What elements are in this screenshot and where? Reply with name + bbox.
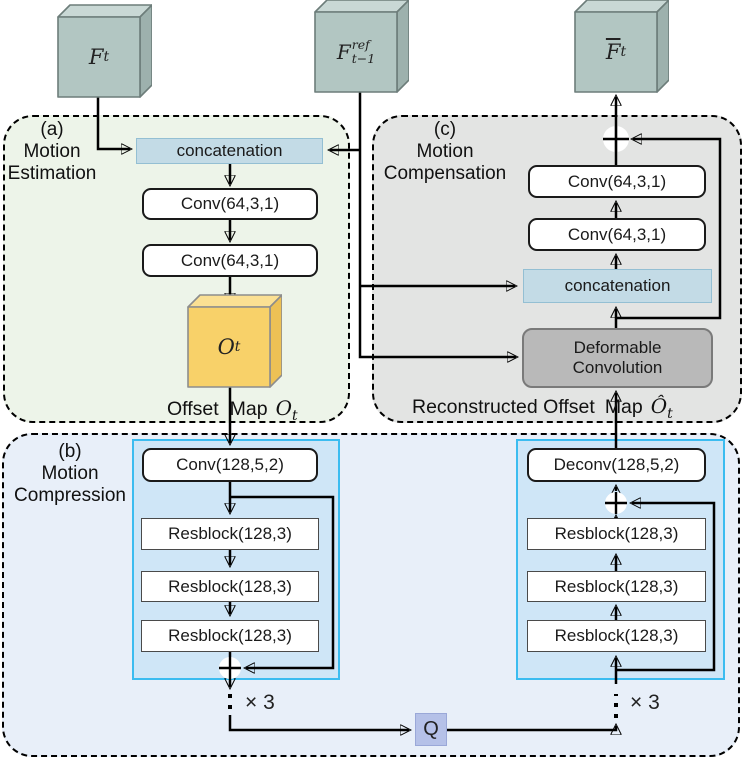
conv-box: Conv(64,3,1) <box>528 165 706 198</box>
offset-map-caption: Offset Map Ot <box>167 396 298 424</box>
cube-shape <box>57 4 152 98</box>
reconstructed-offset-symbol: Ôt <box>650 394 673 422</box>
resblock-box: Resblock(128,3) <box>141 518 319 550</box>
resblock-box: Resblock(128,3) <box>527 620 706 652</box>
resblock-box: Resblock(128,3) <box>527 518 706 550</box>
panel-c-tag: (c) <box>433 119 457 140</box>
conv-box: Conv(128,5,2) <box>142 448 318 482</box>
reconstructed-offset-map-caption: Reconstructed Offset Map Ôt <box>412 394 673 422</box>
panel-a-title: (a) Motion Estimation <box>4 119 100 185</box>
panel-b-title: (b) Motion Compression <box>6 441 134 507</box>
concatenation-box-estimation: concatenation <box>136 138 323 164</box>
resblock-box: Resblock(128,3) <box>141 620 319 652</box>
concatenation-box-compensation: concatenation <box>523 269 712 303</box>
repeat-label: × 3 <box>630 691 660 714</box>
repeat-label: × 3 <box>245 691 275 714</box>
panel-b-tag: (b) <box>58 441 82 462</box>
conv-box: Conv(64,3,1) <box>528 218 706 251</box>
resblock-box: Resblock(128,3) <box>527 571 706 602</box>
cube-shape <box>314 0 409 93</box>
quantizer-box: Q <box>415 713 447 746</box>
resblock-box: Resblock(128,3) <box>141 571 319 602</box>
cube-shape <box>187 294 282 388</box>
cube-shape <box>574 0 669 93</box>
deformable-conv-box: Deformable Convolution <box>522 328 713 388</box>
panel-c-title: (c) Motion Compensation <box>374 119 516 185</box>
conv-box: Conv(64,3,1) <box>142 188 318 220</box>
deconv-box: Deconv(128,5,2) <box>527 448 706 482</box>
panel-a-tag: (a) <box>40 119 64 140</box>
offset-map-symbol: Ot <box>275 396 298 424</box>
conv-box: Conv(64,3,1) <box>142 244 318 277</box>
